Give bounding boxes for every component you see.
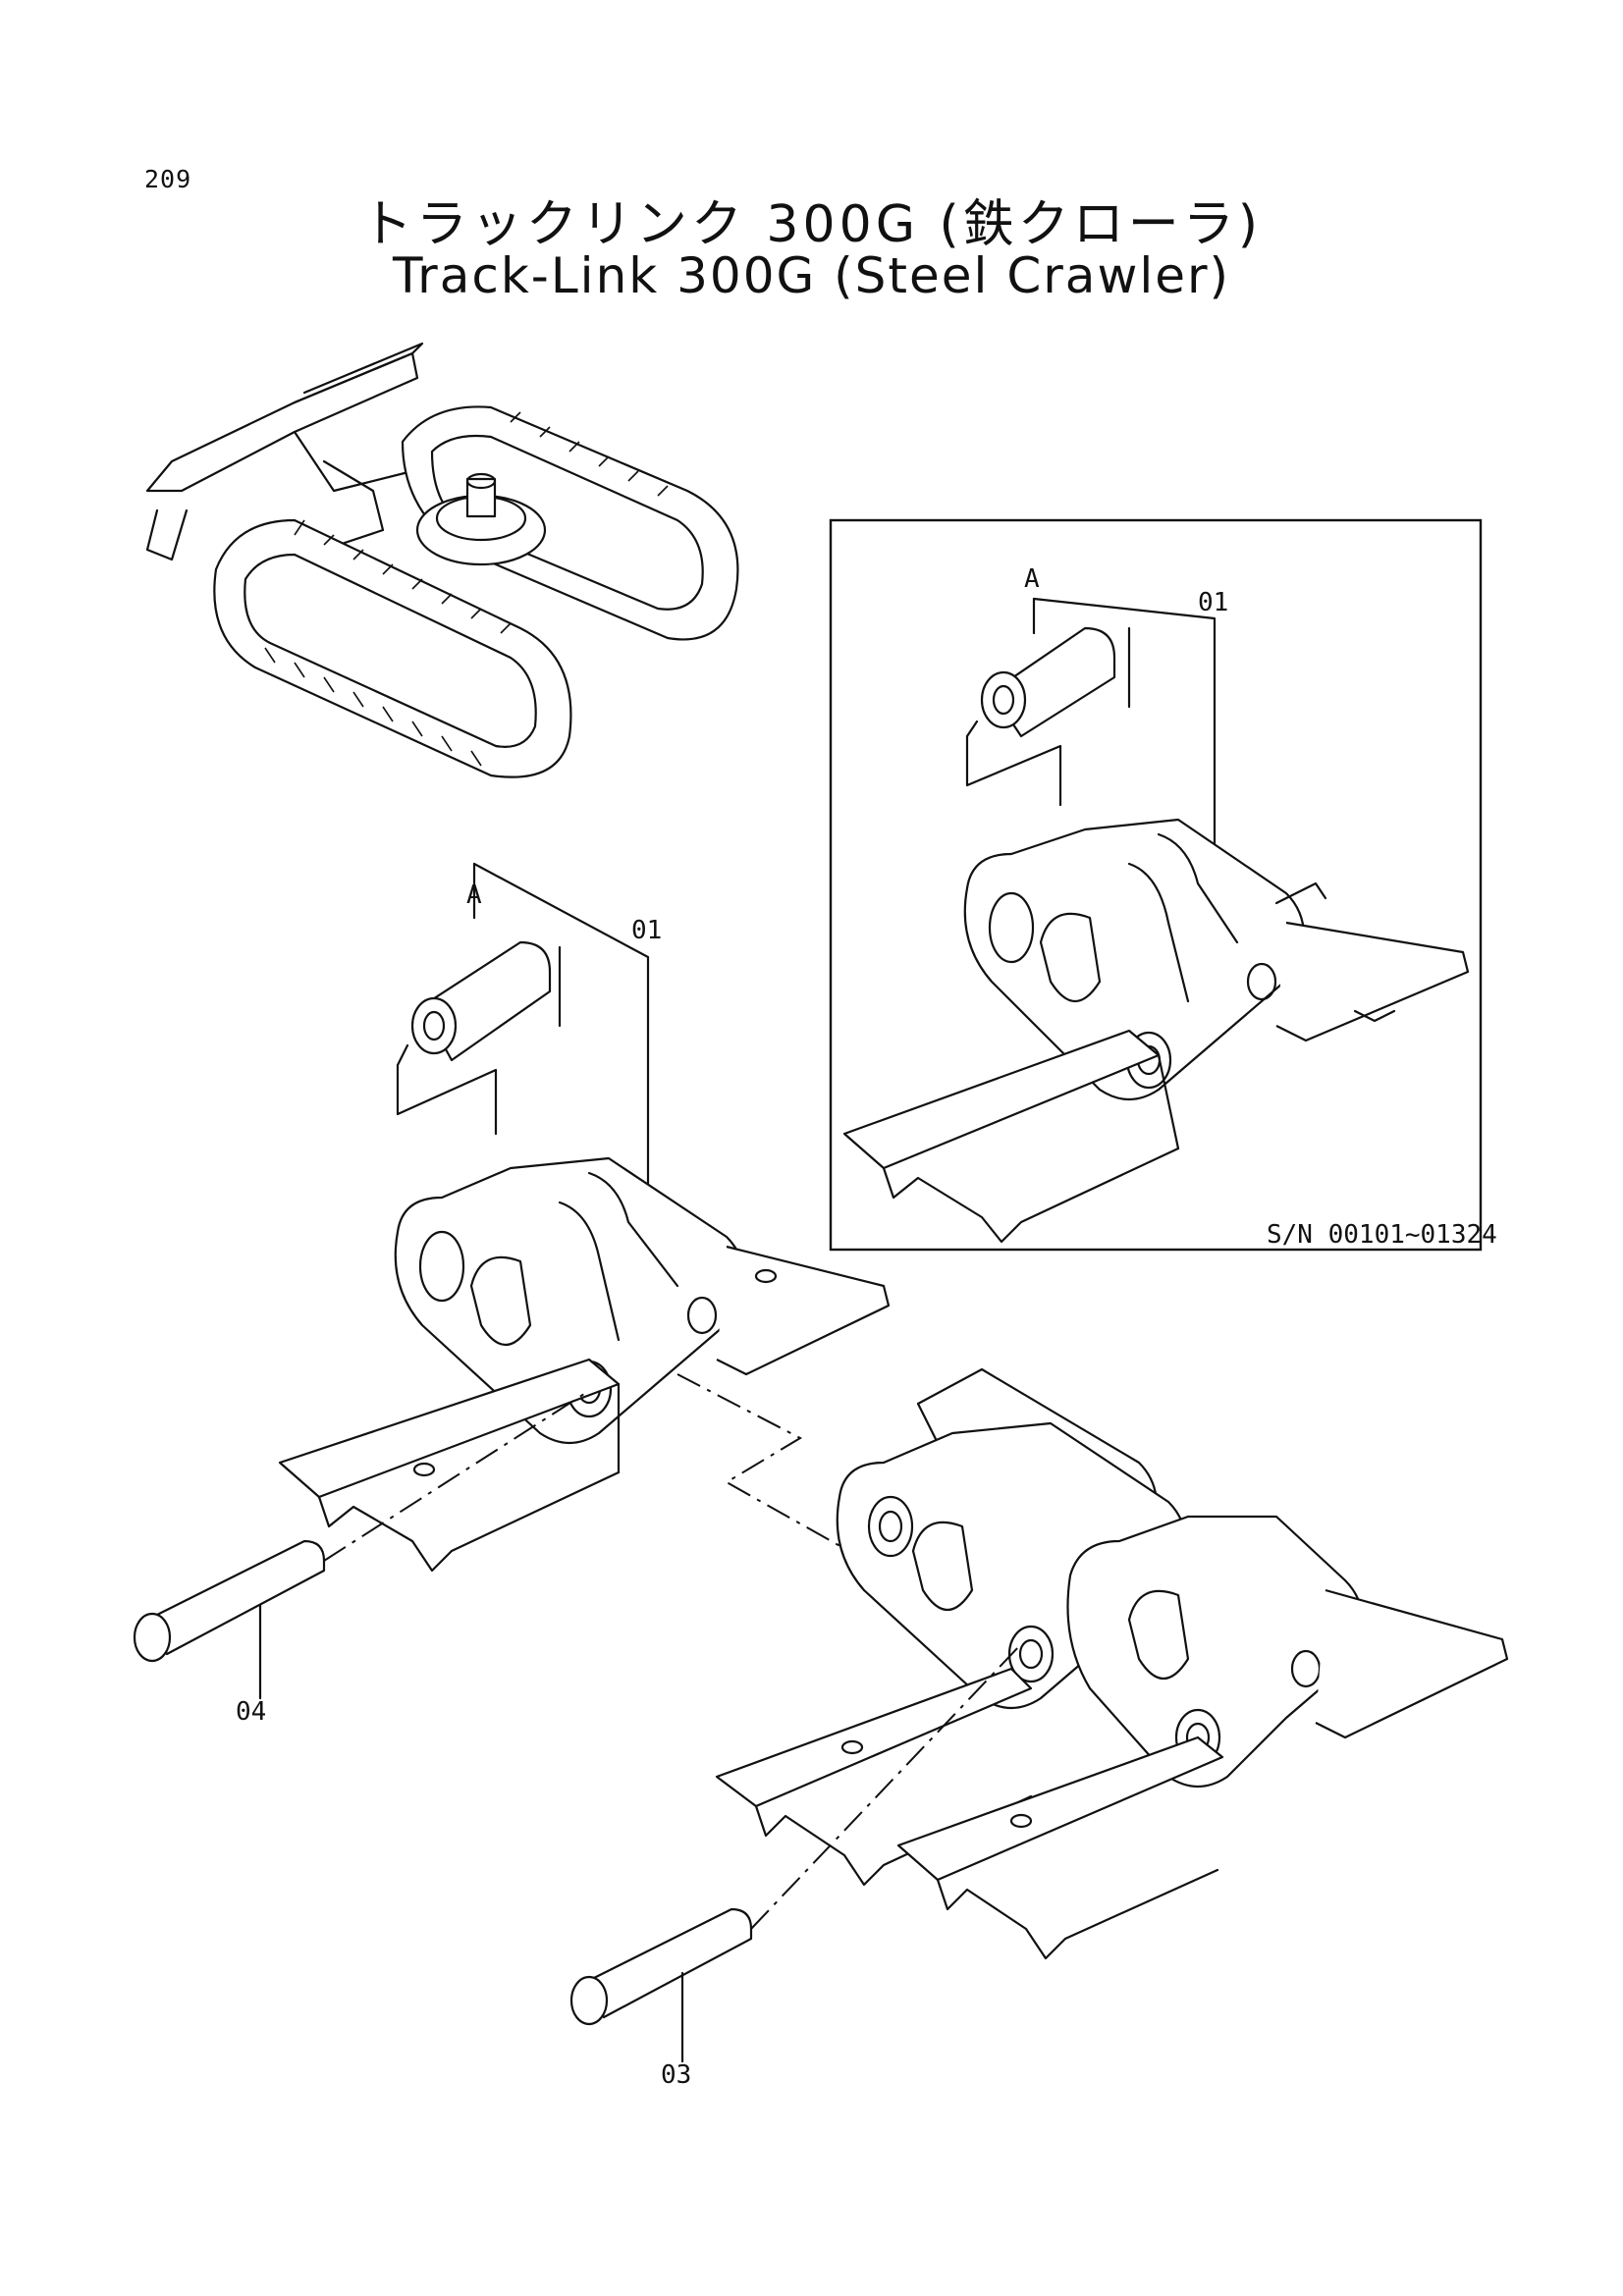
main-callout-01: 01 (631, 916, 662, 945)
inset-shoe-plate (842, 881, 1470, 1244)
main-bushing (396, 940, 562, 1136)
pin-04 (133, 1393, 585, 1700)
assembly-connection-line (676, 1373, 885, 1572)
callout-04: 04 (236, 1697, 266, 1727)
page-title-japanese: トラックリンク 300G (鉄クローラ) (360, 195, 1263, 254)
page-number: 209 (144, 165, 192, 193)
main-track-link-assembly: A 01 04 (133, 862, 891, 1727)
main-shoe-plate (278, 1245, 891, 1573)
callout-03: 03 (661, 2060, 691, 2090)
page-title-english: Track-Link 300G (Steel Crawler) (392, 247, 1231, 304)
assembled-track-chain: 03 (569, 1367, 1509, 2090)
main-view-label-a: A (466, 881, 482, 910)
inset-serial-note: S/N 00101~01324 (1267, 1220, 1497, 1250)
machine-overview-illustration (145, 342, 739, 778)
inset-bushing (965, 626, 1131, 807)
inset-view-label-a: A (1024, 564, 1040, 594)
serial-range-inset: A 01 S/N 00101~01324 (829, 518, 1497, 1252)
pin-03 (569, 1643, 1022, 2063)
inset-callout-01: 01 (1198, 588, 1228, 617)
